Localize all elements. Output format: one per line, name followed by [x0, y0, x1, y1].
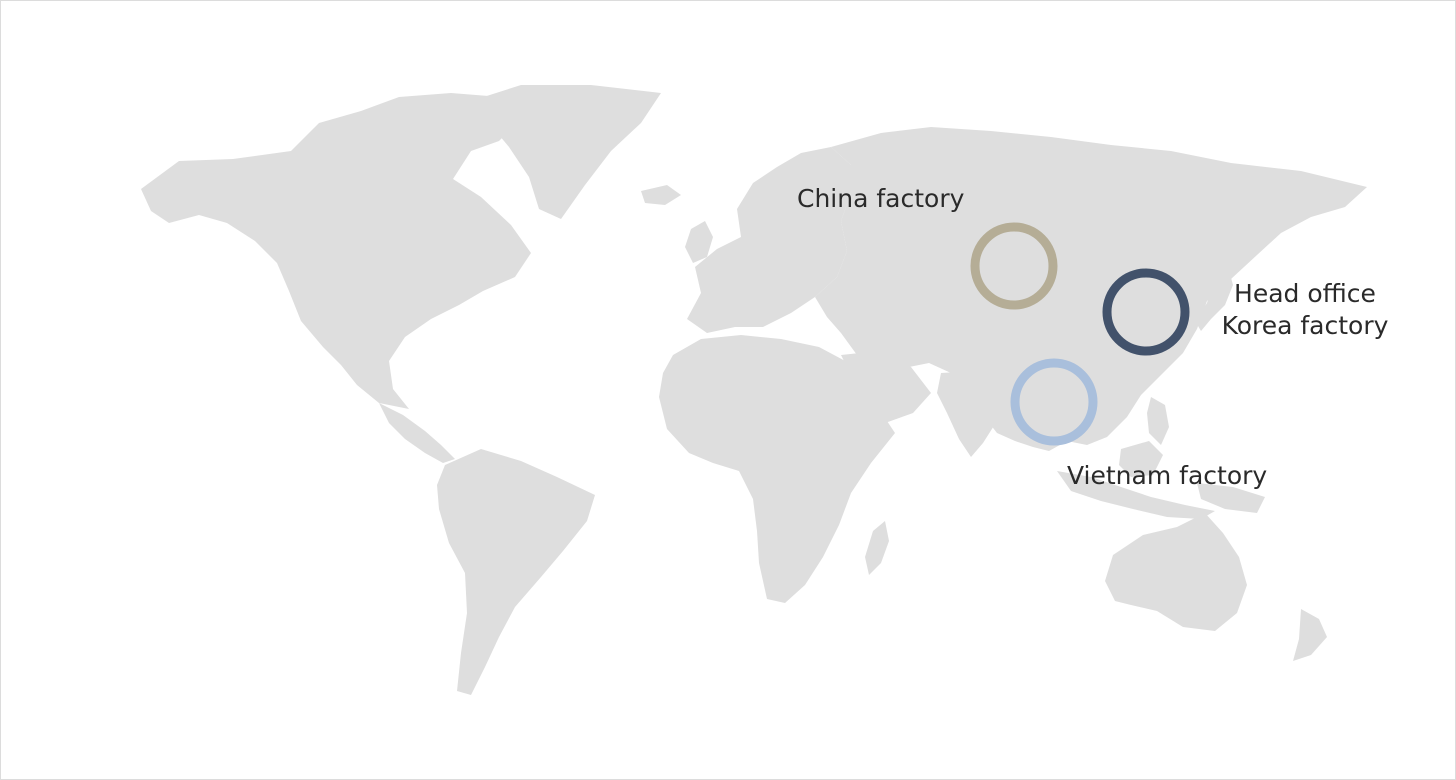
- land-new-zealand: [1293, 609, 1327, 661]
- land-iceland: [641, 185, 681, 205]
- land-japan: [1195, 247, 1233, 331]
- land-new-guinea: [1197, 483, 1265, 513]
- china-factory-label: China factory: [797, 184, 965, 213]
- land-uk: [685, 221, 713, 263]
- land-central-america: [379, 403, 455, 463]
- land-india: [937, 371, 1009, 457]
- head-office-marker: [1102, 268, 1190, 356]
- land-arabia: [841, 351, 931, 423]
- land-south-america: [437, 449, 595, 695]
- land-madagascar: [865, 521, 889, 575]
- land-philippines: [1147, 397, 1169, 445]
- land-africa: [659, 335, 895, 603]
- land-greenland: [471, 85, 661, 219]
- vietnam-factory-label: Vietnam factory: [1067, 461, 1268, 490]
- china-factory-marker: [970, 222, 1058, 310]
- land-asia: [815, 127, 1367, 451]
- head-office-line: Head office: [1234, 279, 1376, 308]
- korea-factory-line: Korea factory: [1221, 311, 1389, 340]
- land-north-america: [141, 93, 531, 409]
- land-australia: [1105, 513, 1247, 631]
- vietnam-factory-marker: [1010, 358, 1098, 446]
- head-office-label: Head office Korea factory: [1209, 278, 1401, 342]
- land-borneo: [1119, 441, 1163, 477]
- land-indonesia: [1057, 471, 1215, 519]
- land-europe: [687, 147, 851, 333]
